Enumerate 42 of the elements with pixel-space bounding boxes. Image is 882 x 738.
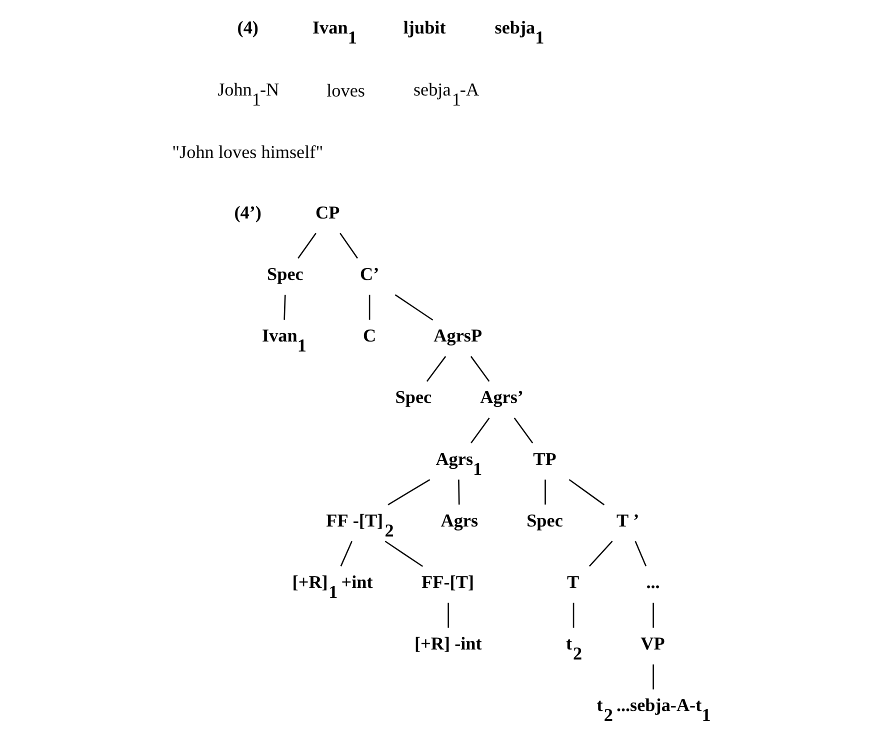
label: (4’) <box>234 202 262 222</box>
connector <box>652 602 654 628</box>
node-text: FF-[T] <box>422 572 474 592</box>
label: ljubit <box>403 18 446 38</box>
connector <box>588 540 613 567</box>
connector <box>284 294 286 320</box>
connector <box>544 480 546 505</box>
node-text: T <box>566 572 580 592</box>
label: "John loves himself" <box>172 142 324 162</box>
node-text: VP <box>640 634 665 654</box>
node-text: ... <box>646 572 660 592</box>
connector <box>298 232 316 259</box>
connector <box>388 479 430 506</box>
connector <box>384 540 424 567</box>
connector <box>394 294 434 321</box>
connector <box>470 356 490 382</box>
node-text: [+R] -int <box>414 634 482 654</box>
connector <box>652 664 654 690</box>
connector <box>340 232 358 259</box>
node-text: CP <box>316 202 340 222</box>
node-text: Spec <box>526 510 563 530</box>
connector <box>568 479 605 506</box>
node-text: Agrs <box>440 510 478 530</box>
node-text: C’ <box>360 264 380 284</box>
connector <box>572 602 574 628</box>
connector <box>426 356 446 382</box>
connector <box>458 480 460 505</box>
node-text: TP <box>533 448 556 469</box>
connector <box>368 294 370 320</box>
connector <box>470 418 490 444</box>
node-text: Agrs’ <box>480 387 524 408</box>
connector <box>448 602 449 628</box>
connector <box>634 540 647 566</box>
node-text: AgrsP <box>434 326 482 346</box>
label: loves <box>326 80 365 100</box>
node-text: C <box>362 326 376 346</box>
label: (4) <box>237 18 258 38</box>
connector <box>514 418 534 444</box>
connector <box>340 540 352 566</box>
node-text: Spec <box>267 264 304 284</box>
node-text: T ’ <box>616 510 640 530</box>
node-text: Spec <box>395 387 432 408</box>
